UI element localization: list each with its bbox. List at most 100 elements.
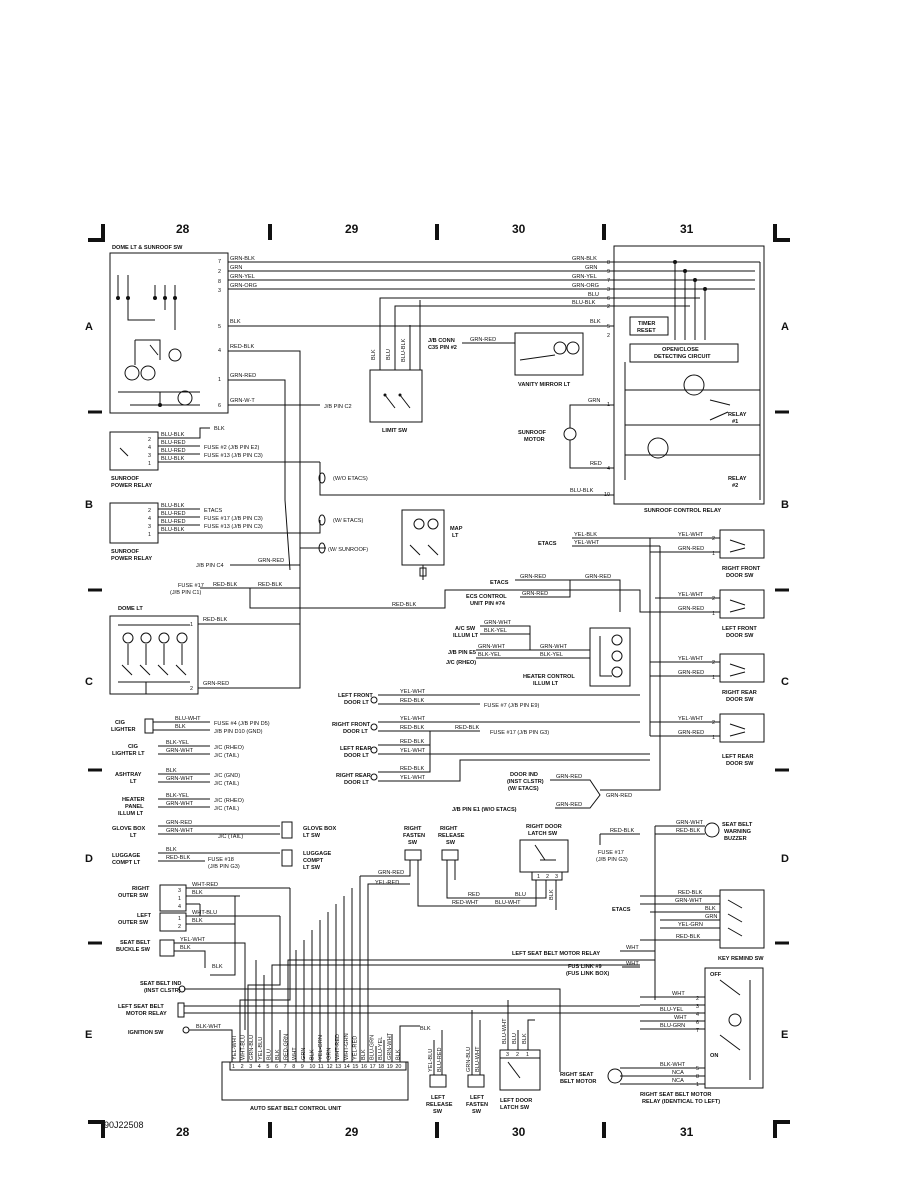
svg-text:SUNROOF: SUNROOF <box>111 549 140 555</box>
svg-text:GRN-RED: GRN-RED <box>585 574 611 580</box>
svg-text:RIGHT SEAT: RIGHT SEAT <box>560 1072 594 1078</box>
svg-text:5: 5 <box>696 1066 699 1072</box>
svg-text:RELAY: RELAY <box>728 412 747 418</box>
svg-text:RED-BLK: RED-BLK <box>213 582 238 588</box>
unit-pin-label: 19 <box>387 1064 393 1070</box>
svg-text:LT: LT <box>130 833 137 839</box>
unit-wire-label: YEL-WHT <box>232 1034 238 1060</box>
svg-text:RIGHT FRONT: RIGHT FRONT <box>332 722 371 728</box>
svg-text:1: 1 <box>696 1082 699 1088</box>
svg-text:1: 1 <box>712 611 715 617</box>
svg-text:GRN-RED: GRN-RED <box>203 681 229 687</box>
svg-text:3: 3 <box>607 287 610 293</box>
svg-text:J/C (TAIL): J/C (TAIL) <box>218 834 243 840</box>
svg-text:RIGHT REAR: RIGHT REAR <box>722 690 757 696</box>
svg-text:BLK-YEL: BLK-YEL <box>478 652 501 658</box>
svg-text:RED: RED <box>590 461 602 467</box>
svg-text:ETACS: ETACS <box>490 580 509 586</box>
svg-text:HEATER: HEATER <box>122 797 145 803</box>
svg-text:DOME LT & SUNROOF SW: DOME LT & SUNROOF SW <box>112 245 183 251</box>
misc-lamps: CIG LIGHTER BLU-WHT BLK FUSE #4 (J/B PIN… <box>111 716 337 871</box>
sunroof-motor: GRN RED SUNROOF MOTOR <box>518 398 614 469</box>
unit-pin-label: 7 <box>284 1064 287 1070</box>
svg-text:YEL-WHT: YEL-WHT <box>678 656 704 662</box>
svg-text:BLU: BLU <box>512 1033 518 1044</box>
svg-text:GRN-RED: GRN-RED <box>166 820 192 826</box>
svg-text:NCA: NCA <box>672 1078 684 1084</box>
svg-text:GRN-RED: GRN-RED <box>678 670 704 676</box>
unit-pin-label: 17 <box>370 1064 376 1070</box>
unit-pin-label: 8 <box>292 1064 295 1070</box>
svg-text:8: 8 <box>696 1074 699 1080</box>
svg-text:FASTEN: FASTEN <box>403 833 425 839</box>
svg-text:ILLUM LT: ILLUM LT <box>453 633 479 639</box>
sunroof-power-relay-2: 24 31 BLU-BLK BLU-RED BLU-RED BLU-BLK ET… <box>109 502 321 562</box>
svg-text:GRN-WHT: GRN-WHT <box>675 898 703 904</box>
svg-text:(INST CLSTR): (INST CLSTR) <box>144 988 181 994</box>
svg-text:DOOR LT: DOOR LT <box>344 753 369 759</box>
svg-text:GRN-ORG: GRN-ORG <box>230 283 257 289</box>
svg-text:SUNROOF: SUNROOF <box>111 476 140 482</box>
svg-text:BLU-BLK: BLU-BLK <box>572 300 596 306</box>
svg-text:AUTO SEAT BELT CONTROL UNIT: AUTO SEAT BELT CONTROL UNIT <box>250 1106 342 1112</box>
col-label: 31 <box>680 1125 694 1139</box>
svg-text:2: 2 <box>148 437 151 443</box>
sunroof-bus-wires: GRN-BLK GRN GRN-YEL GRN-ORG GRN-BLK GRN … <box>200 256 614 689</box>
svg-text:RIGHT: RIGHT <box>440 826 458 832</box>
svg-text:RED-BLK: RED-BLK <box>400 698 425 704</box>
svg-text:3: 3 <box>506 1052 509 1058</box>
svg-text:RED-BLK: RED-BLK <box>203 617 228 623</box>
svg-text:GRN-WHT: GRN-WHT <box>484 620 512 626</box>
svg-text:GLOVE BOX: GLOVE BOX <box>303 826 337 832</box>
svg-text:RED-BLK: RED-BLK <box>166 855 191 861</box>
door-lamps: LEFT FRONT DOOR LT YEL-WHT RED-BLK FUSE … <box>332 689 650 786</box>
sunroof-branch: (W/ SUNROOF) J/B PIN C4 GRN-RED FUSE #17… <box>170 542 570 609</box>
svg-text:4: 4 <box>148 516 151 522</box>
unit-wire-label: BLU-GRN <box>370 1035 376 1060</box>
svg-text:FUS LINK #9: FUS LINK #9 <box>568 964 602 970</box>
svg-text:1: 1 <box>526 1052 529 1058</box>
svg-text:J/B PIN D10 (GND): J/B PIN D10 (GND) <box>214 729 263 735</box>
svg-text:YEL-WHT: YEL-WHT <box>574 540 600 546</box>
unit-pin-label: 3 <box>249 1064 252 1070</box>
svg-text:LATCH SW: LATCH SW <box>528 831 558 837</box>
svg-text:BLK: BLK <box>705 906 716 912</box>
svg-text:2: 2 <box>218 269 221 275</box>
svg-text:IGNITION SW: IGNITION SW <box>128 1030 164 1036</box>
svg-text:FASTEN: FASTEN <box>466 1102 488 1108</box>
svg-text:TIMER: TIMER <box>638 321 655 327</box>
svg-text:GRN-WHT: GRN-WHT <box>478 644 506 650</box>
unit-wire-label: GRN-WHT <box>387 1032 393 1060</box>
svg-text:BLU-RED: BLU-RED <box>161 440 186 446</box>
svg-text:POWER RELAY: POWER RELAY <box>111 483 152 489</box>
svg-text:LEFT FRONT: LEFT FRONT <box>338 693 373 699</box>
svg-text:1: 1 <box>218 377 221 383</box>
svg-text:WHT-BLU: WHT-BLU <box>192 910 217 916</box>
svg-text:GRN-WHT: GRN-WHT <box>166 776 194 782</box>
unit-wire-label: YEL-RED <box>352 1036 358 1060</box>
svg-text:2: 2 <box>190 686 193 692</box>
svg-text:FUSE #18: FUSE #18 <box>208 857 234 863</box>
unit-pin-label: 14 <box>344 1064 350 1070</box>
svg-text:YEL-BLU: YEL-BLU <box>428 1049 434 1072</box>
svg-text:YEL-BLK: YEL-BLK <box>574 532 597 538</box>
svg-text:DOOR SW: DOOR SW <box>726 633 754 639</box>
svg-text:(J/B PIN G3): (J/B PIN G3) <box>596 857 628 863</box>
svg-text:DOOR SW: DOOR SW <box>726 697 754 703</box>
svg-text:GRN-WHT: GRN-WHT <box>676 820 704 826</box>
svg-text:OUTER SW: OUTER SW <box>118 893 149 899</box>
grid-labels: 28 29 30 31 28 29 30 31 A B C D E A B C … <box>85 222 789 1139</box>
svg-text:DOOR LT: DOOR LT <box>344 780 369 786</box>
right-seat-belt-motor: RIGHT SEAT BELT MOTOR <box>560 1068 623 1085</box>
svg-text:GRN: GRN <box>588 398 600 404</box>
svg-text:BLU-BLK: BLU-BLK <box>161 456 185 462</box>
svg-text:BLU: BLU <box>588 292 599 298</box>
svg-text:RELAY (IDENTICAL TO LEFT): RELAY (IDENTICAL TO LEFT) <box>642 1099 720 1105</box>
svg-text:BLK-WHT: BLK-WHT <box>660 1062 686 1068</box>
svg-text:3: 3 <box>148 524 151 530</box>
svg-text:6: 6 <box>607 296 610 302</box>
row-label: A <box>85 321 93 333</box>
svg-text:GRN-RED: GRN-RED <box>678 606 704 612</box>
